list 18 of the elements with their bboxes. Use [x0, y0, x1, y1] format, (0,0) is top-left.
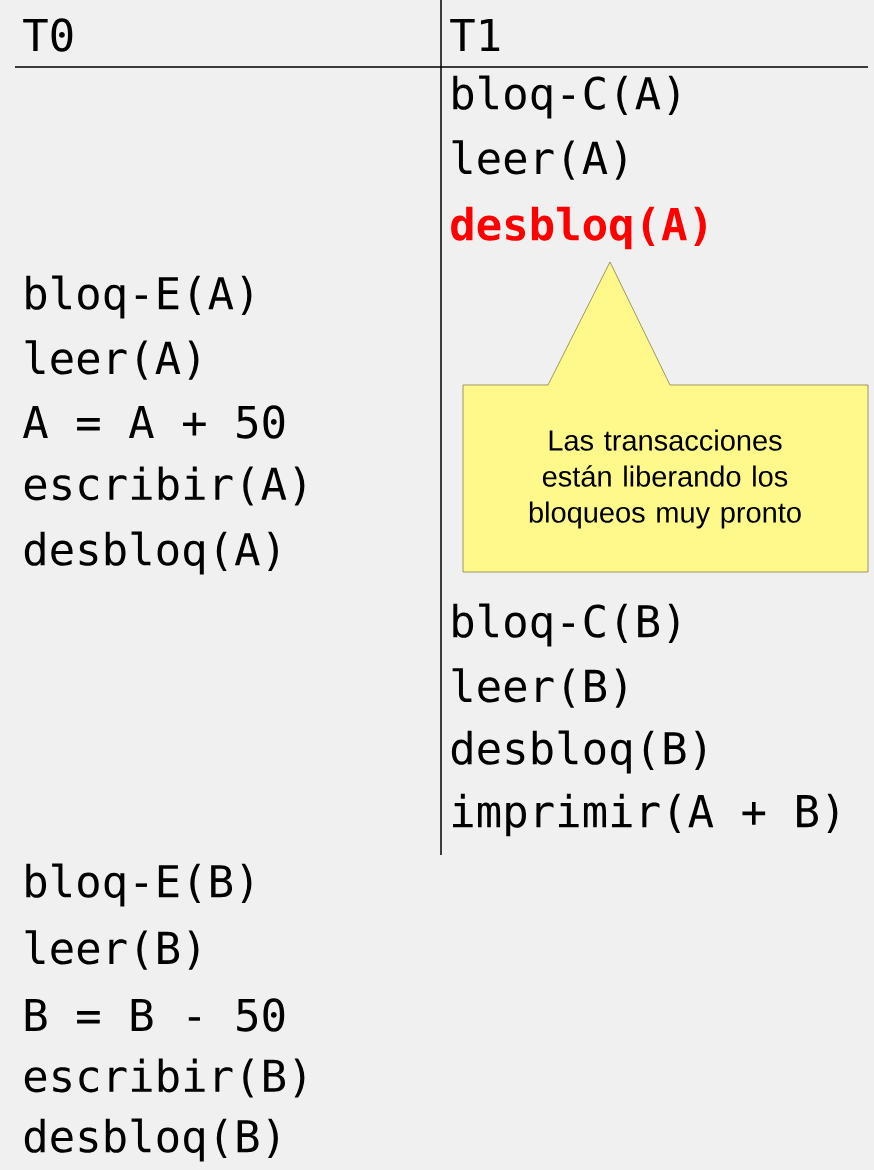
operation-text: desbloq(A) — [24, 531, 278, 575]
operation-text: bloq-E(A) — [26, 275, 252, 319]
operation-text: leer(A) — [452, 140, 626, 180]
operation-text: leer(B) — [452, 668, 626, 708]
operation-text: escribir(A) — [24, 466, 305, 506]
operation-text: bloq-E(B) — [26, 863, 252, 907]
column-header: T0 — [23, 18, 73, 52]
operation-text: desbloq(B) — [24, 1118, 278, 1162]
operation-text: imprimir(A + B) — [453, 793, 838, 837]
operation-text: leer(A) — [25, 340, 199, 380]
operation-text: A = A + 50 — [23, 405, 285, 439]
operation-text: escribir(B) — [24, 1058, 305, 1098]
operation-text: leer(B) — [25, 930, 199, 970]
operation-text: desbloq(B) — [451, 730, 705, 774]
operation-text: bloq-C(A) — [453, 75, 679, 119]
callout-box: Las transacciones están liberando los bloqueos muy pronto — [462, 261, 869, 573]
column-header: T1 — [450, 18, 500, 52]
operation-text: B = B - 50 — [25, 998, 285, 1032]
